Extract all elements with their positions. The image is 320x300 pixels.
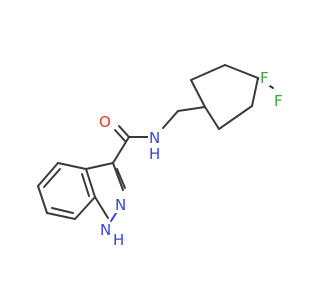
bond bbox=[251, 77, 259, 107]
bond bbox=[85, 168, 96, 198]
double-bond-inner bbox=[43, 168, 61, 188]
bond bbox=[94, 196, 109, 219]
molecule-canvas: O N H N N H F F bbox=[37, 64, 284, 249]
bond bbox=[162, 110, 179, 129]
skeletal-structure bbox=[37, 64, 274, 222]
bond bbox=[57, 162, 87, 170]
amide-hydrogen-label: H bbox=[148, 145, 162, 163]
amide-nitrogen-label: N bbox=[148, 129, 162, 147]
bond bbox=[218, 105, 253, 130]
ring-nitrogen-2-label: N bbox=[114, 196, 128, 214]
bond bbox=[204, 106, 220, 130]
fluorine-top-label: F bbox=[259, 69, 270, 87]
double-bond-inner bbox=[81, 173, 90, 197]
ring-nitrogen-1-label: N bbox=[99, 221, 113, 239]
oxygen-atom-label: O bbox=[98, 113, 112, 131]
double-bond-inner bbox=[51, 207, 74, 214]
bond bbox=[177, 106, 206, 112]
ring-hydrogen-label: H bbox=[112, 231, 126, 249]
bond bbox=[74, 196, 96, 220]
double-bond bbox=[114, 129, 126, 142]
bond bbox=[118, 125, 130, 138]
bond bbox=[224, 64, 259, 79]
bond bbox=[46, 212, 76, 220]
bond bbox=[112, 162, 124, 191]
bond bbox=[37, 162, 59, 187]
bond bbox=[190, 79, 206, 108]
fluorine-bottom-label: F bbox=[273, 92, 284, 110]
bond bbox=[37, 185, 48, 214]
bond bbox=[85, 162, 114, 170]
bond bbox=[190, 64, 226, 81]
double-bond-inner bbox=[116, 168, 126, 189]
bond bbox=[112, 136, 130, 164]
